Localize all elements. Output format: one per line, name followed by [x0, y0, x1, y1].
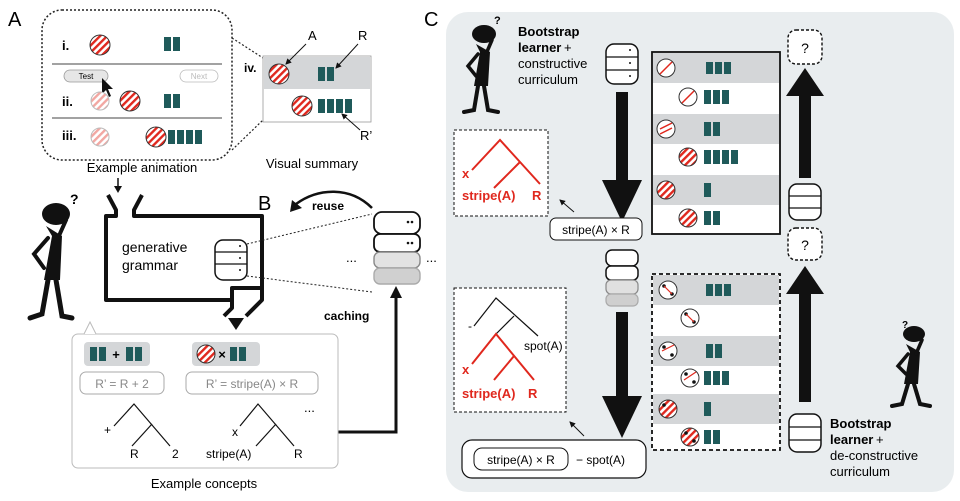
next-button-label: Next: [191, 72, 208, 81]
panel-c-letter: C: [424, 9, 438, 31]
teal-bars-icon: [164, 37, 180, 51]
tree1-right: 2: [172, 447, 179, 461]
teal-bars-icon: [318, 99, 352, 113]
tree1-left: R: [130, 447, 139, 461]
striped-circle-icon: [89, 34, 111, 56]
learner2-line2: learner: [830, 432, 873, 447]
row-label-iv: iv.: [244, 61, 256, 75]
formula2-boxed: stripe(A) × R: [487, 453, 555, 467]
tree-bottom-left: stripe(A): [462, 386, 515, 401]
summary-label-a: A: [308, 28, 317, 43]
summary-label-r-prime: R’: [360, 128, 372, 143]
unknown-concept-box: [787, 29, 823, 65]
test-button-label: Test: [79, 72, 94, 81]
learner1-line3: constructive: [518, 56, 587, 71]
teal-bars-icon: [164, 94, 180, 108]
concept1-formula: R’ = R + 2: [95, 377, 149, 391]
test-button[interactable]: [63, 69, 109, 83]
next-button[interactable]: [179, 69, 219, 83]
svg-text:?: ?: [902, 320, 908, 331]
database-icon: [605, 43, 639, 85]
tree2-root: x: [232, 425, 238, 439]
tree-bottom-mid: x: [462, 362, 470, 377]
striped-circle-icon: [268, 63, 290, 85]
tree2-left: stripe(A): [206, 447, 251, 461]
example-animation-caption: Example animation: [87, 160, 198, 175]
question-top: ?: [801, 40, 809, 56]
learner2-line1: Bootstrap: [830, 416, 891, 431]
panel-b-letter: B: [258, 193, 271, 215]
learner2-plus: +: [876, 432, 884, 447]
example-concepts-caption: Example concepts: [151, 476, 258, 491]
database-icon: [214, 239, 248, 281]
thinking-person-icon: ?: [462, 15, 501, 114]
example-concepts-box: + R’ = R + 2 × R’ = stripe(A) × R ... + …: [71, 320, 339, 469]
plus-sign: +: [112, 347, 120, 362]
tree-bottom-box: - spot(A) x stripe(A) R: [453, 287, 567, 413]
unknown-concept-box: [787, 227, 823, 261]
learner1-plus: +: [564, 40, 572, 55]
panel-c-background: [446, 12, 954, 492]
question-mark: ?: [70, 191, 79, 207]
striped-circle-icon: [291, 95, 313, 117]
row-label-iii: iii.: [62, 128, 76, 143]
svg-text:?: ?: [494, 15, 501, 27]
faded-circle-icon: [90, 127, 110, 147]
striped-circle-icon: [119, 90, 141, 112]
tree-bottom-leaf: R: [528, 386, 538, 401]
visual-summary: iv. A R R’: [244, 28, 372, 143]
teal-bars-icon: [318, 67, 334, 81]
cache-database-icon: [373, 211, 421, 285]
summary-label-r: R: [358, 28, 367, 43]
learner2-line4: curriculum: [830, 464, 890, 479]
row-label-i: i.: [62, 38, 69, 53]
striped-circle-icon: [145, 126, 167, 148]
grammar-label-line1: generative: [122, 239, 188, 255]
times-sign: ×: [218, 347, 226, 362]
question-mid: ?: [801, 237, 809, 253]
row-label-ii: ii.: [62, 94, 73, 109]
concept2-formula: R’ = stripe(A) × R: [206, 377, 299, 391]
thinking-person-icon: ?: [27, 191, 79, 321]
database-icon: [788, 413, 822, 453]
formula1: stripe(A) × R: [562, 223, 630, 237]
tree-bottom-root: -: [468, 319, 472, 333]
faded-circle-icon: [90, 91, 110, 111]
concepts-ellipsis: ...: [304, 400, 315, 415]
visual-summary-caption: Visual summary: [266, 156, 359, 171]
striped-circle-icon: [196, 344, 216, 364]
generative-grammar-machine: generative grammar: [104, 194, 264, 318]
database-icon: [605, 249, 639, 307]
tree-top-root: x: [462, 166, 470, 181]
teal-bars-icon: [90, 347, 142, 361]
learner2-line3: de-constructive: [830, 448, 918, 463]
ellipsis-left: ...: [346, 250, 357, 265]
tree-bottom-right: spot(A): [524, 339, 563, 353]
learner1-line1: Bootstrap: [518, 24, 579, 39]
panel-a-letter: A: [8, 9, 22, 31]
teal-bars-icon: [230, 347, 246, 361]
reuse-label: reuse: [312, 199, 344, 213]
learner1-line2: learner: [518, 40, 561, 55]
grammar-label-line2: grammar: [122, 257, 178, 273]
database-icon: [788, 183, 822, 221]
learner1-line4: curriculum: [518, 72, 578, 87]
example-animation-box: i. Test Next ii. iii.: [41, 9, 233, 161]
tree2-right: R: [294, 447, 303, 461]
constructive-sequence-box: [651, 51, 781, 235]
formula2-rest: − spot(A): [576, 453, 625, 467]
tree1-root: +: [104, 423, 111, 437]
caching-label: caching: [324, 309, 369, 323]
teal-bars-icon: [168, 130, 202, 144]
tree-top-box: x stripe(A) R: [453, 129, 549, 217]
ellipsis-right: ...: [426, 250, 437, 265]
tree-top-left: stripe(A): [462, 188, 515, 203]
tree-top-right: R: [532, 188, 542, 203]
cursor-icon: [102, 78, 113, 97]
thinking-person-icon: ?: [890, 320, 932, 408]
deconstructive-sequence-box: [651, 273, 781, 451]
